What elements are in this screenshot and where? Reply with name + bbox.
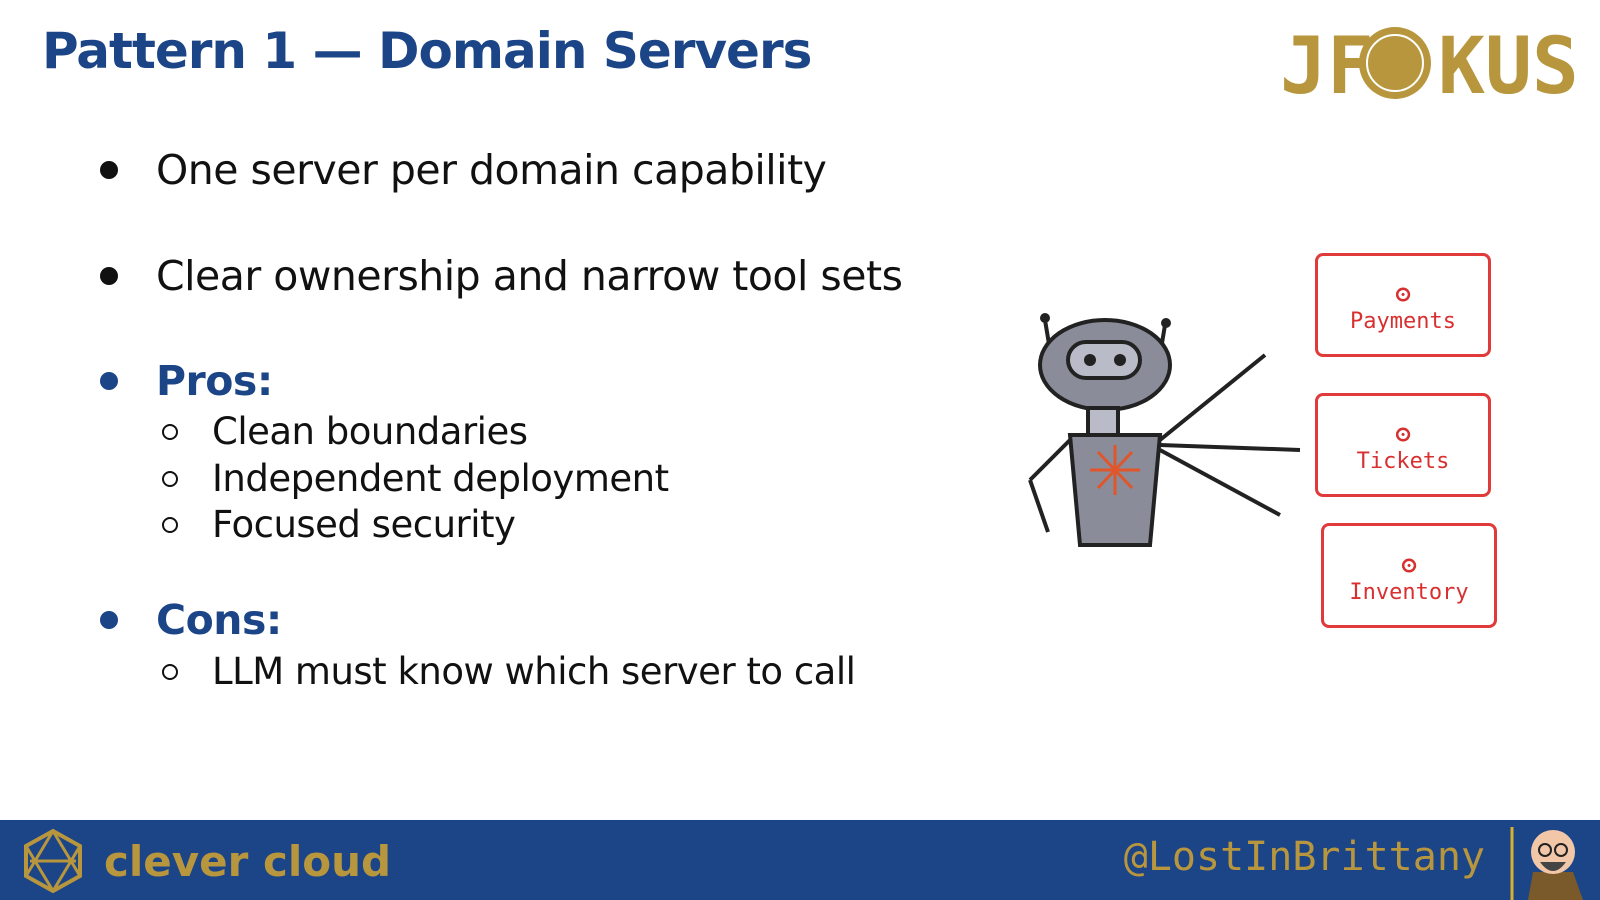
server-label: Payments [1350, 309, 1456, 334]
clever-cloud-icon [24, 828, 82, 894]
svg-text:KUS: KUS [1438, 22, 1579, 108]
robot-illustration [1028, 313, 1301, 547]
pros-item-text: Clean boundaries [212, 410, 528, 453]
server-box-payments: ʘ Payments [1315, 253, 1491, 357]
svg-text:JF: JF [1280, 22, 1374, 108]
pros-item-text: Independent deployment [212, 457, 669, 500]
clever-cloud-logo: clever cloud [20, 828, 391, 894]
cons-label: Cons: [156, 596, 282, 644]
twitter-handle: @LostInBrittany [1123, 834, 1485, 880]
pros-item-text: Focused security [212, 503, 516, 546]
server-icon: ʘ [1394, 416, 1412, 449]
server-icon: ʘ [1400, 546, 1418, 580]
server-box-inventory: ʘ Inventory [1321, 523, 1497, 628]
pros-label: Pros: [156, 357, 273, 405]
author-avatar [1510, 827, 1583, 900]
bullet-text: Clear ownership and narrow tool sets [156, 252, 903, 300]
server-box-tickets: ʘ Tickets [1315, 393, 1491, 497]
pros-item: Independent deployment [162, 457, 669, 500]
pros-heading: Pros: [100, 357, 273, 405]
server-label: Tickets [1356, 449, 1450, 474]
jfokus-logo: JF KUS [1280, 22, 1579, 108]
bullet-item: One server per domain capability [100, 146, 827, 194]
bullet-text: One server per domain capability [156, 146, 827, 194]
footer-bar: clever cloud @LostInBrittany [0, 820, 1600, 900]
server-icon: ʘ [1394, 276, 1412, 309]
cons-item: LLM must know which server to call [162, 650, 856, 693]
cons-heading: Cons: [100, 596, 282, 644]
slide-title: Pattern 1 — Domain Servers [42, 22, 812, 80]
pros-item: Clean boundaries [162, 410, 528, 453]
server-label: Inventory [1349, 579, 1469, 605]
brand-name: clever cloud [104, 836, 392, 886]
bullet-item: Clear ownership and narrow tool sets [100, 252, 903, 300]
cons-item-text: LLM must know which server to call [212, 650, 856, 693]
pros-item: Focused security [162, 503, 516, 546]
